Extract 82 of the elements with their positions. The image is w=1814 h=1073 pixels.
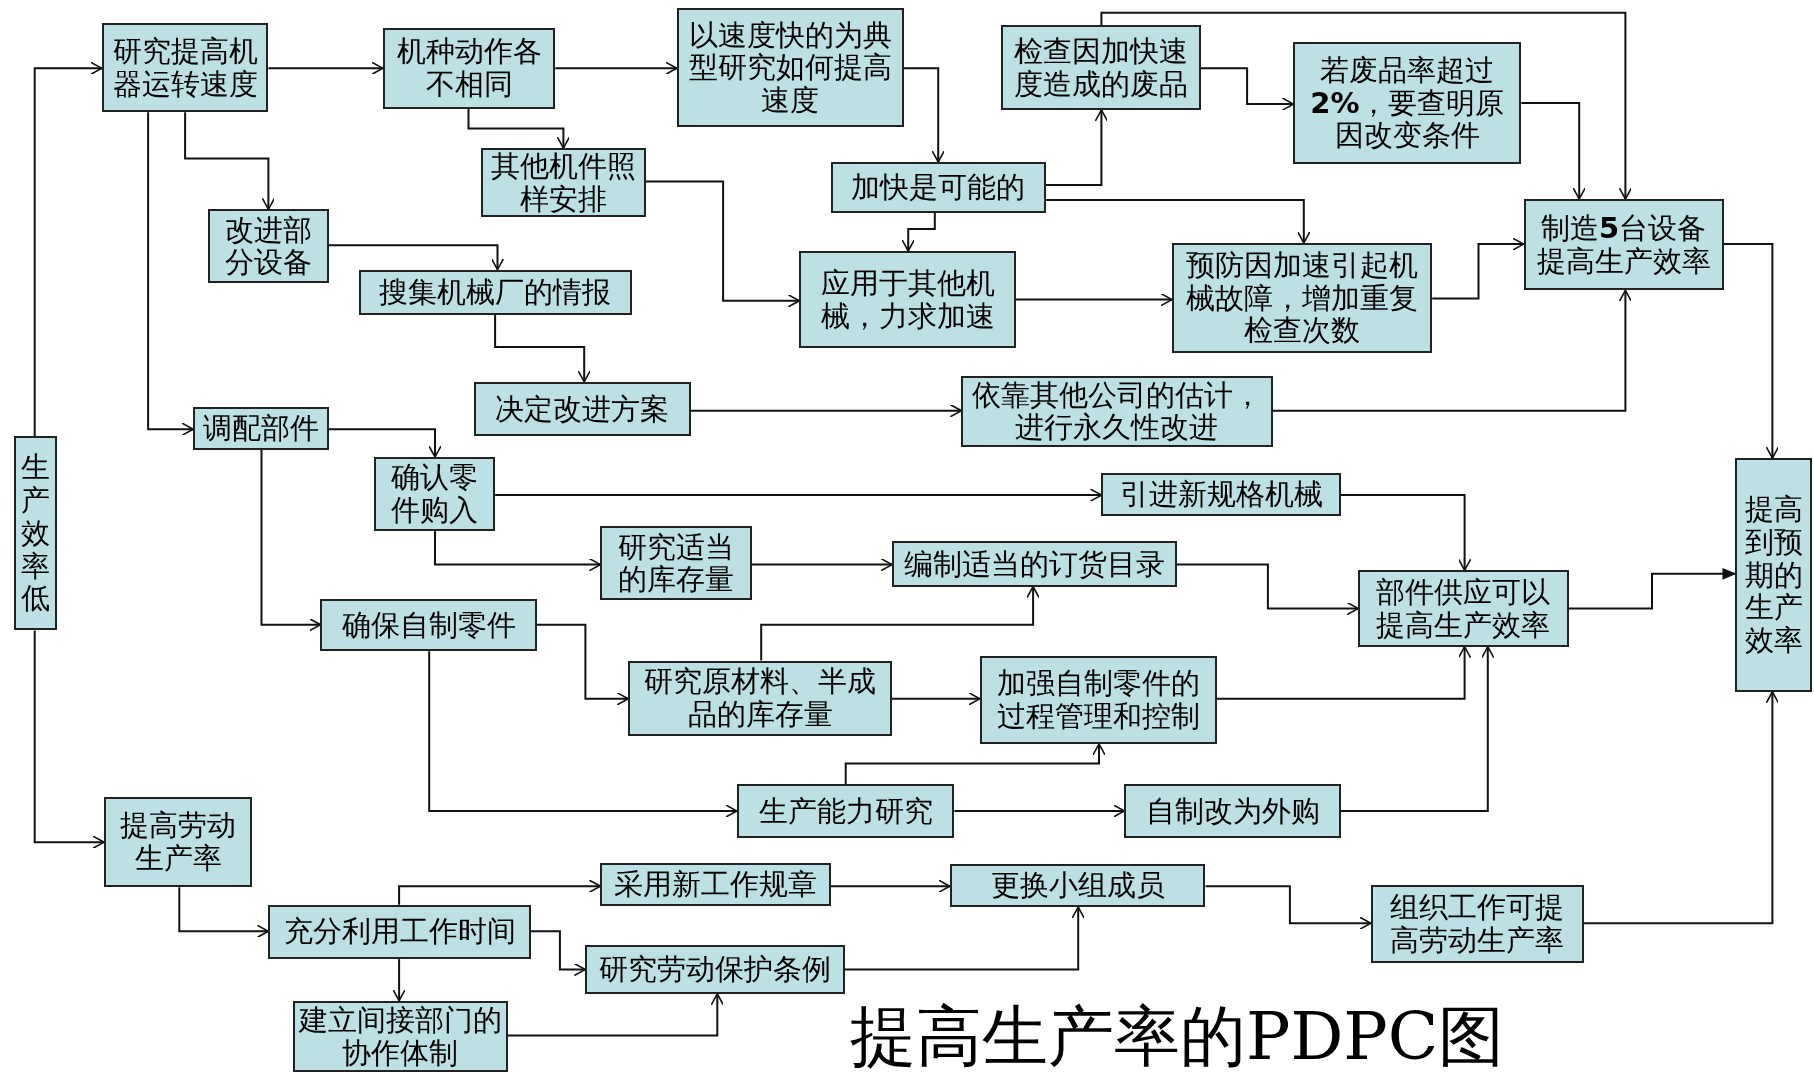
process-box: 充分利用工作时间	[268, 904, 531, 960]
arrow	[33, 61, 103, 438]
arrow	[1271, 289, 1633, 412]
process-box: 调配部件	[193, 407, 329, 450]
arrow	[760, 585, 1040, 662]
process-box: 制造5台设备提高生产效率	[1523, 199, 1724, 291]
arrow	[689, 403, 963, 418]
arrow	[33, 629, 106, 849]
arrow	[327, 244, 505, 271]
arrow	[530, 930, 587, 977]
arrow	[494, 488, 1103, 502]
arrow	[1431, 237, 1525, 300]
arrow	[1175, 563, 1360, 616]
process-box: 引进新规格机械	[1101, 473, 1341, 516]
process-box: 研究提高机器运转速度	[101, 23, 269, 113]
arrow	[535, 623, 630, 706]
process-box: 更换小组成员	[949, 864, 1206, 907]
arrow	[1044, 199, 1311, 244]
arrow	[178, 886, 270, 939]
process-box: 加强自制零件的过程管理和控制	[979, 655, 1218, 744]
process-box: 提高到预期的生产效率	[1735, 458, 1812, 692]
process-box: 建立间接部门的协作体制	[292, 1000, 508, 1073]
process-box: 生产效率低	[13, 436, 57, 631]
arrow	[1044, 108, 1109, 187]
arrow	[494, 313, 591, 383]
arrow	[1339, 645, 1495, 812]
arrow	[260, 449, 322, 632]
arrow	[434, 530, 602, 572]
arrow	[147, 111, 195, 436]
process-box: 决定改进方案	[474, 381, 691, 437]
process-box: 加快是可能的	[830, 161, 1046, 213]
arrow	[392, 958, 406, 1002]
process-box: 应用于其他机械，力求加速	[799, 251, 1016, 349]
process-box: 预防因加速引起机械故障，增加重复检查次数	[1171, 242, 1433, 353]
process-box: 确保自制零件	[320, 599, 537, 652]
process-box: 机种动作各不相同	[382, 27, 556, 109]
process-box: 采用新工作规章	[600, 863, 831, 906]
arrow	[428, 650, 738, 818]
process-box: 自制改为外购	[1124, 784, 1341, 838]
arrow	[1582, 690, 1780, 925]
process-box: 研究劳动保护条例	[585, 945, 845, 994]
arrow	[751, 557, 893, 572]
arrow	[1100, 11, 1633, 200]
process-box: 以速度快的为典型研究如何提高速度	[676, 8, 904, 128]
arrow	[267, 61, 384, 76]
arrow	[902, 67, 945, 163]
arrow	[644, 180, 801, 308]
arrow	[843, 906, 1085, 971]
arrow	[829, 879, 951, 893]
arrow	[327, 428, 442, 458]
arrow	[1199, 67, 1295, 111]
arrow	[506, 992, 725, 1037]
process-box: 提高劳动生产率	[104, 797, 253, 888]
arrow	[1722, 243, 1780, 460]
arrow	[398, 879, 602, 906]
process-box: 生产能力研究	[736, 784, 955, 838]
arrow	[1216, 645, 1472, 700]
process-box: 依靠其他公司的估计，进行永久性改进	[961, 376, 1273, 447]
process-box: 改进部分设备	[208, 209, 329, 284]
arrow	[554, 61, 678, 76]
arrow	[184, 111, 276, 211]
arrow	[844, 742, 1106, 786]
process-box: 研究适当的库存量	[600, 526, 752, 601]
process-box: 组织工作可提高劳动生产率	[1370, 885, 1584, 963]
arrow	[1204, 885, 1372, 930]
process-box: 确认零件购入	[373, 456, 496, 531]
process-box: 研究原材料、半成品的库存量	[628, 660, 892, 736]
process-box: 其他机件照样安排	[481, 148, 646, 218]
process-box: 部件供应可以提高生产效率	[1358, 570, 1569, 647]
process-box: 编制适当的订货目录	[891, 541, 1177, 587]
process-box: 检查因加快速度造成的废品	[1000, 25, 1201, 110]
arrow	[953, 804, 1126, 818]
title: 提高生产率的PDPC图	[850, 997, 1505, 1073]
arrow	[1014, 292, 1173, 307]
arrow	[467, 107, 571, 150]
process-box: 搜集机械厂的情报	[358, 269, 632, 315]
arrow	[1339, 494, 1472, 572]
arrow	[1567, 567, 1737, 610]
arrow	[891, 692, 981, 706]
arrow	[1520, 102, 1586, 200]
process-box: 若废品率超过2%，要查明原因改变条件	[1293, 41, 1522, 165]
arrow	[901, 211, 936, 252]
